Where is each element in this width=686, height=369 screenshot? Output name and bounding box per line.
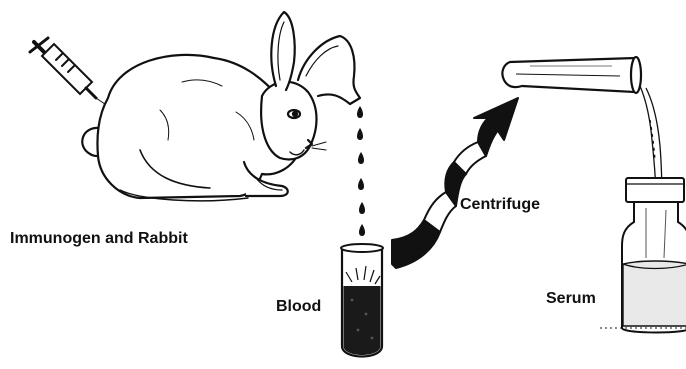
pouring-test-tube bbox=[502, 57, 641, 93]
immunogen-rabbit-label: Immunogen and Rabbit bbox=[10, 230, 188, 248]
blood-test-tube bbox=[341, 244, 383, 357]
spiral-arrow-icon bbox=[392, 98, 518, 268]
blood-label: Blood bbox=[276, 298, 321, 316]
serum-label: Serum bbox=[546, 290, 596, 308]
rabbit-illustration bbox=[82, 12, 360, 201]
blood-drops bbox=[357, 106, 365, 256]
serum-vial bbox=[600, 178, 686, 333]
centrifuge-label: Centrifuge bbox=[460, 196, 540, 214]
